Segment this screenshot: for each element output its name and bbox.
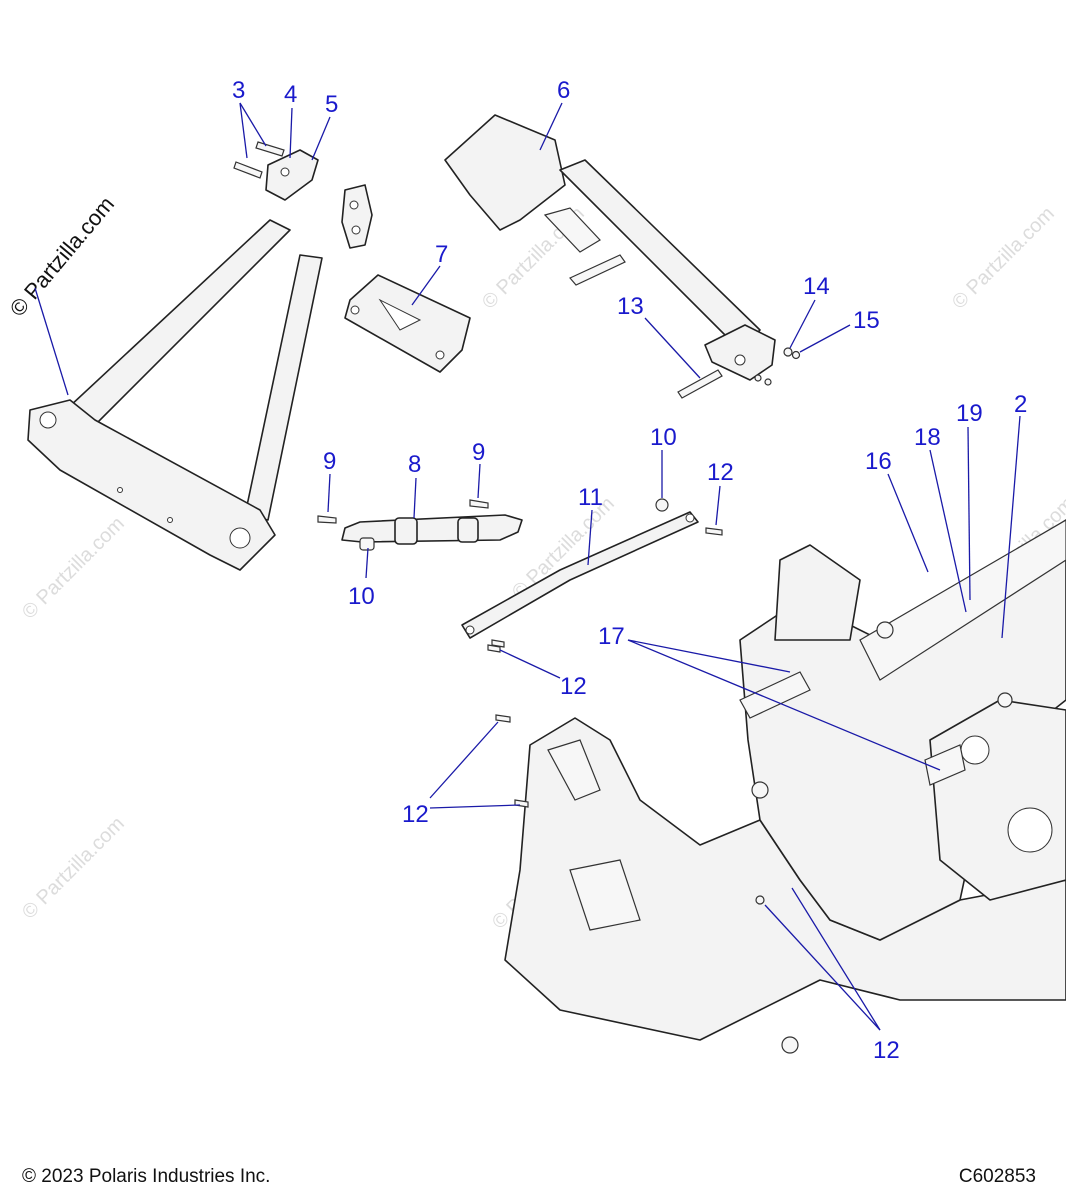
callout-12d: 12 (873, 1037, 900, 1064)
strut-bar-part (461, 498, 723, 653)
callout-10a: 10 (348, 583, 375, 610)
callout-18: 18 (914, 424, 941, 451)
callout-4: 4 (284, 81, 297, 108)
callout-19: 19 (956, 400, 983, 427)
drawing-number: C602853 (958, 1166, 1036, 1187)
mounting-plate-part (344, 274, 471, 373)
leader-lines (34, 102, 1021, 1031)
main-frame-part (491, 519, 1066, 1054)
tie-rod-part (317, 499, 523, 551)
callout-17: 17 (598, 623, 625, 650)
clamp-bracket-part (233, 141, 373, 249)
copyright-text: © 2023 Polaris Industries Inc. (22, 1166, 271, 1187)
callout-12a: 12 (707, 459, 734, 486)
callout-12b: 12 (560, 673, 587, 700)
callout-11: 11 (578, 484, 603, 511)
small-hardware-part (677, 347, 801, 399)
upper-cross-tube-part (444, 114, 776, 381)
callout-9a: 9 (323, 448, 336, 475)
callout-labels: 3 4 5 6 7 8 9 9 10 10 11 12 12 12 12 13 … (232, 77, 1027, 1064)
callout-7: 7 (435, 241, 448, 268)
callout-6: 6 (557, 77, 570, 104)
watermark-text: © Partzilla.com (18, 813, 129, 924)
callout-14: 14 (803, 273, 830, 300)
callout-15: 15 (853, 307, 880, 334)
watermark-text: © Partzilla.com (948, 203, 1059, 314)
callout-10b: 10 (650, 424, 677, 451)
callout-3: 3 (232, 77, 245, 104)
watermark-text: © Partzilla.com (18, 513, 129, 624)
callout-13: 13 (617, 293, 644, 320)
a-frame-tube-part (27, 219, 323, 571)
callout-12c: 12 (402, 801, 429, 828)
callout-8: 8 (408, 451, 421, 478)
callout-5: 5 (325, 91, 338, 118)
callout-2: 2 (1014, 391, 1027, 418)
callout-9b: 9 (472, 439, 485, 466)
watermark-main: © Partzilla.com (5, 192, 119, 322)
callout-16: 16 (865, 448, 892, 475)
